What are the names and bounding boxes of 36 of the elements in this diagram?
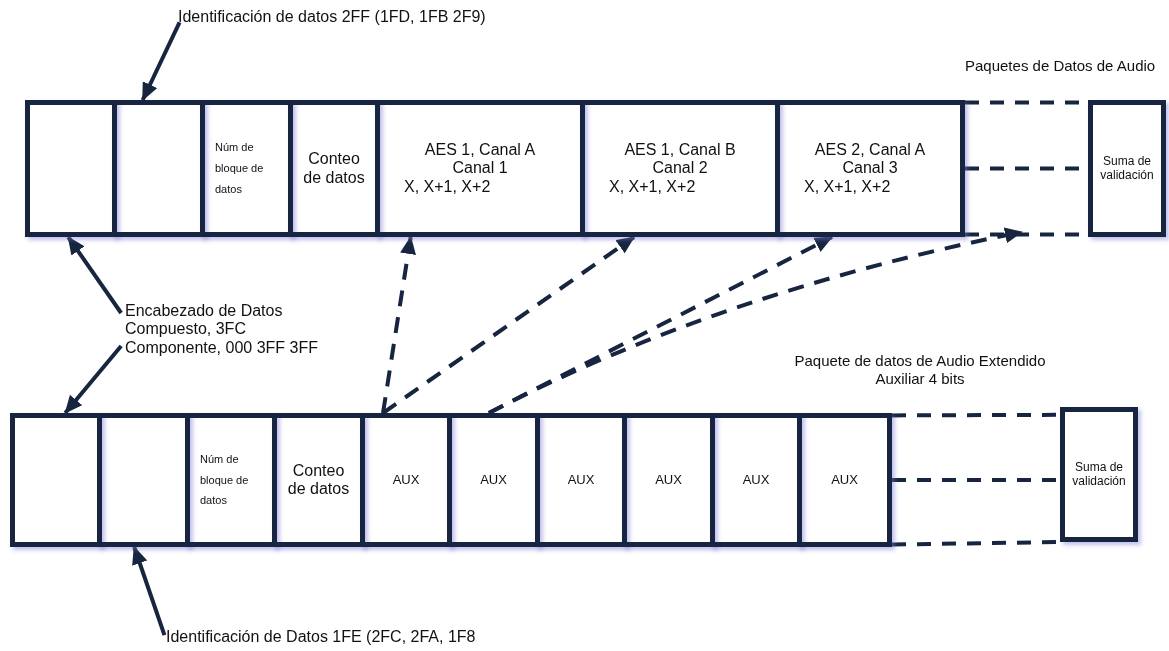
field-label: Suma de validación [1099, 154, 1155, 183]
field-label: AUX [567, 472, 595, 488]
field-label: AES 2, Canal A [814, 140, 926, 160]
arrow [63, 344, 123, 415]
field-label: Suma de validación [1071, 460, 1127, 489]
field-label: Núm de bloque de datos [200, 451, 250, 509]
section-title: Paquete de datos de Audio Extendido Auxiliar 4 bits [793, 352, 1047, 388]
annotation-text: Identificación de Datos 1FE (2FC, 2FA, 1F8 [166, 628, 476, 647]
field-label: Conteo de datos [302, 150, 366, 187]
arrow [66, 235, 123, 315]
field-label: AUX [831, 472, 858, 488]
field-label: X, X+1, X+2 [404, 177, 491, 197]
field-label: AUX [392, 472, 420, 488]
field-label: AES 1, Canal B [624, 140, 736, 160]
packet-field [1088, 100, 1166, 237]
arrow [381, 236, 416, 414]
arrow [140, 21, 182, 101]
field-label: Conteo de datos [286, 461, 351, 499]
field-label: AUX [655, 472, 682, 488]
annotation-text: Componente, 000 3FF 3FF [125, 338, 318, 358]
arrow [487, 227, 1023, 415]
field-label: AES 1, Canal A [424, 140, 536, 160]
annotation-text: Identificación de datos 2FF (1FD, 1FB 2F9) [178, 8, 486, 27]
section-title: Paquetes de Datos de Audio [965, 57, 1156, 75]
arrow [132, 546, 167, 636]
field-label: AUX [480, 472, 507, 488]
field-label: X, X+1, X+2 [609, 177, 696, 197]
annotation-text: Encabezado de Datos [125, 302, 284, 321]
field-label: Canal 1 [452, 159, 508, 178]
field-label: AUX [742, 472, 770, 488]
field-label: Núm de bloque de datos [215, 140, 265, 197]
packet-field [1060, 407, 1138, 542]
field-label: X, X+1, X+2 [804, 177, 891, 197]
field-label: Canal 3 [842, 159, 898, 178]
field-label: Canal 2 [652, 159, 708, 178]
annotation-text: Compuesto, 3FC [125, 320, 247, 339]
